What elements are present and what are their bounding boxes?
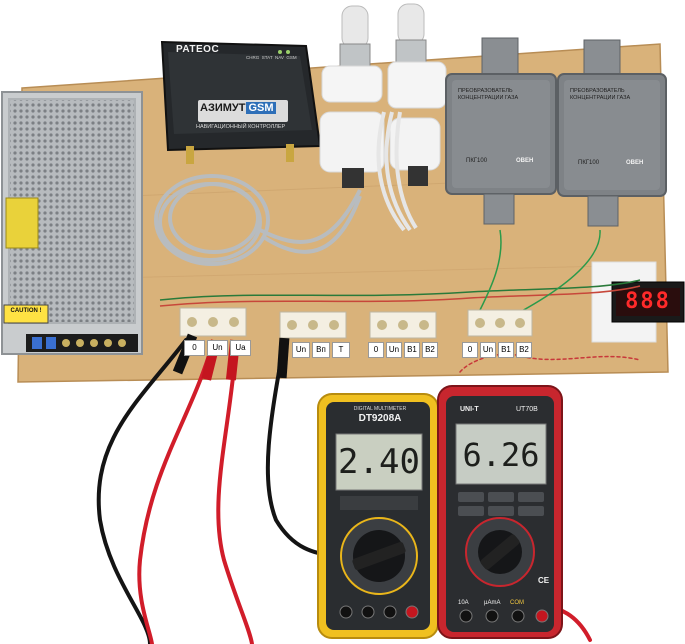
gas-converter-left-brand: ОВЕН bbox=[516, 158, 534, 164]
gsm-model-part1: АЗИМУТ bbox=[200, 102, 246, 114]
terminal-block-group-1 bbox=[179, 307, 247, 337]
multimeter-left-reading: 2.40 bbox=[338, 442, 420, 482]
gas-converter-right-title-line1: ПРЕОБРАЗОВАТЕЛЬ bbox=[570, 88, 625, 94]
multimeter-right-ce-label: CE bbox=[538, 576, 550, 585]
terminal-block-group-3 bbox=[369, 311, 437, 339]
terminal-label: В1 bbox=[404, 342, 420, 358]
terminal-label: Т bbox=[332, 342, 350, 358]
terminal-label: В2 bbox=[422, 342, 438, 358]
multimeter-right-brand: UNI-T bbox=[460, 406, 479, 413]
gas-converter-box-left bbox=[445, 37, 557, 225]
terminal-label: Ua bbox=[230, 340, 251, 356]
terminal-labels-group-2: Un Вп Т bbox=[292, 342, 350, 358]
terminal-labels-group-4: 0 Un В1 В2 bbox=[462, 342, 532, 358]
gsm-antenna-cable bbox=[154, 174, 362, 266]
gas-converter-right-title-line2: КОНЦЕНТРАЦИИ ГАЗА bbox=[570, 95, 631, 101]
terminal-labels-group-3: 0 Un В1 В2 bbox=[368, 342, 438, 358]
gas-converter-right-model: ПКГ100 bbox=[578, 160, 600, 166]
terminal-label: В1 bbox=[498, 342, 514, 358]
gas-sensor-right bbox=[387, 3, 447, 186]
terminal-label: Вп bbox=[312, 342, 330, 358]
multimeter-right-body bbox=[437, 385, 563, 639]
terminal-label: Un bbox=[386, 342, 402, 358]
terminal-block-group-4 bbox=[467, 309, 533, 337]
terminal-label: Un bbox=[292, 342, 310, 358]
led-display-unit bbox=[591, 261, 685, 343]
caution-label: CAUTION ! bbox=[10, 308, 42, 314]
board-wiring bbox=[159, 229, 641, 313]
gas-converter-left-title-line1: ПРЕОБРАЗОВАТЕЛЬ bbox=[458, 88, 513, 94]
warning-sticker bbox=[5, 197, 39, 249]
terminal-label: Un bbox=[480, 342, 496, 358]
caution-sticker bbox=[3, 304, 49, 324]
multimeter-left-model: DT9208A bbox=[358, 413, 402, 424]
power-supply bbox=[1, 91, 143, 355]
gsm-model-part2: GSM bbox=[246, 102, 276, 114]
sensor-cable-bundle bbox=[376, 111, 418, 232]
gsm-model-label: АЗИМУТ GSM bbox=[200, 102, 286, 114]
multimeter-right-ua-label: µAmA bbox=[484, 600, 501, 606]
gsm-controller bbox=[160, 40, 322, 164]
multimeter-left-brand: DIGITAL MULTIMETER bbox=[353, 406, 407, 412]
multimeter-right-reading: 6.26 bbox=[462, 436, 540, 474]
multimeter-left-body bbox=[317, 393, 439, 639]
terminal-label: 0 bbox=[462, 342, 478, 358]
gas-converter-left-title-line2: КОНЦЕНТРАЦИИ ГАЗА bbox=[458, 95, 519, 101]
gas-converter-left-title: ПРЕОБРАЗОВАТЕЛЬ КОНЦЕНТРАЦИИ ГАЗА bbox=[458, 88, 518, 102]
multimeter-right-model: UT70B bbox=[516, 406, 538, 413]
gas-converter-right-brand: ОВЕН bbox=[626, 160, 644, 166]
gas-sensor-left bbox=[319, 5, 385, 188]
terminal-label: 0 bbox=[368, 342, 384, 358]
terminal-label: В2 bbox=[516, 342, 532, 358]
multimeter-right-com-label: COM bbox=[510, 600, 524, 606]
terminal-block-group-2 bbox=[279, 311, 347, 339]
gas-converter-box-right bbox=[557, 39, 667, 227]
gas-converter-left-model: ПКГ100 bbox=[466, 158, 488, 164]
terminal-label: Un bbox=[207, 340, 228, 356]
multimeter-right-10a-label: 10A bbox=[458, 600, 469, 606]
gsm-brand-label: PATEOC bbox=[176, 44, 220, 55]
gsm-subtitle: НАВИГАЦИОННЫЙ КОНТРОЛЛЕР bbox=[196, 124, 286, 130]
gsm-indicator-labels: CHRG STAT NAV GSM bbox=[246, 55, 297, 60]
terminal-labels-group-1: 0 Un Ua bbox=[184, 340, 251, 356]
led-display-value: 888 bbox=[625, 289, 671, 314]
gas-converter-right-title: ПРЕОБРАЗОВАТЕЛЬ КОНЦЕНТРАЦИИ ГАЗА bbox=[570, 88, 630, 102]
terminal-label: 0 bbox=[184, 340, 205, 356]
